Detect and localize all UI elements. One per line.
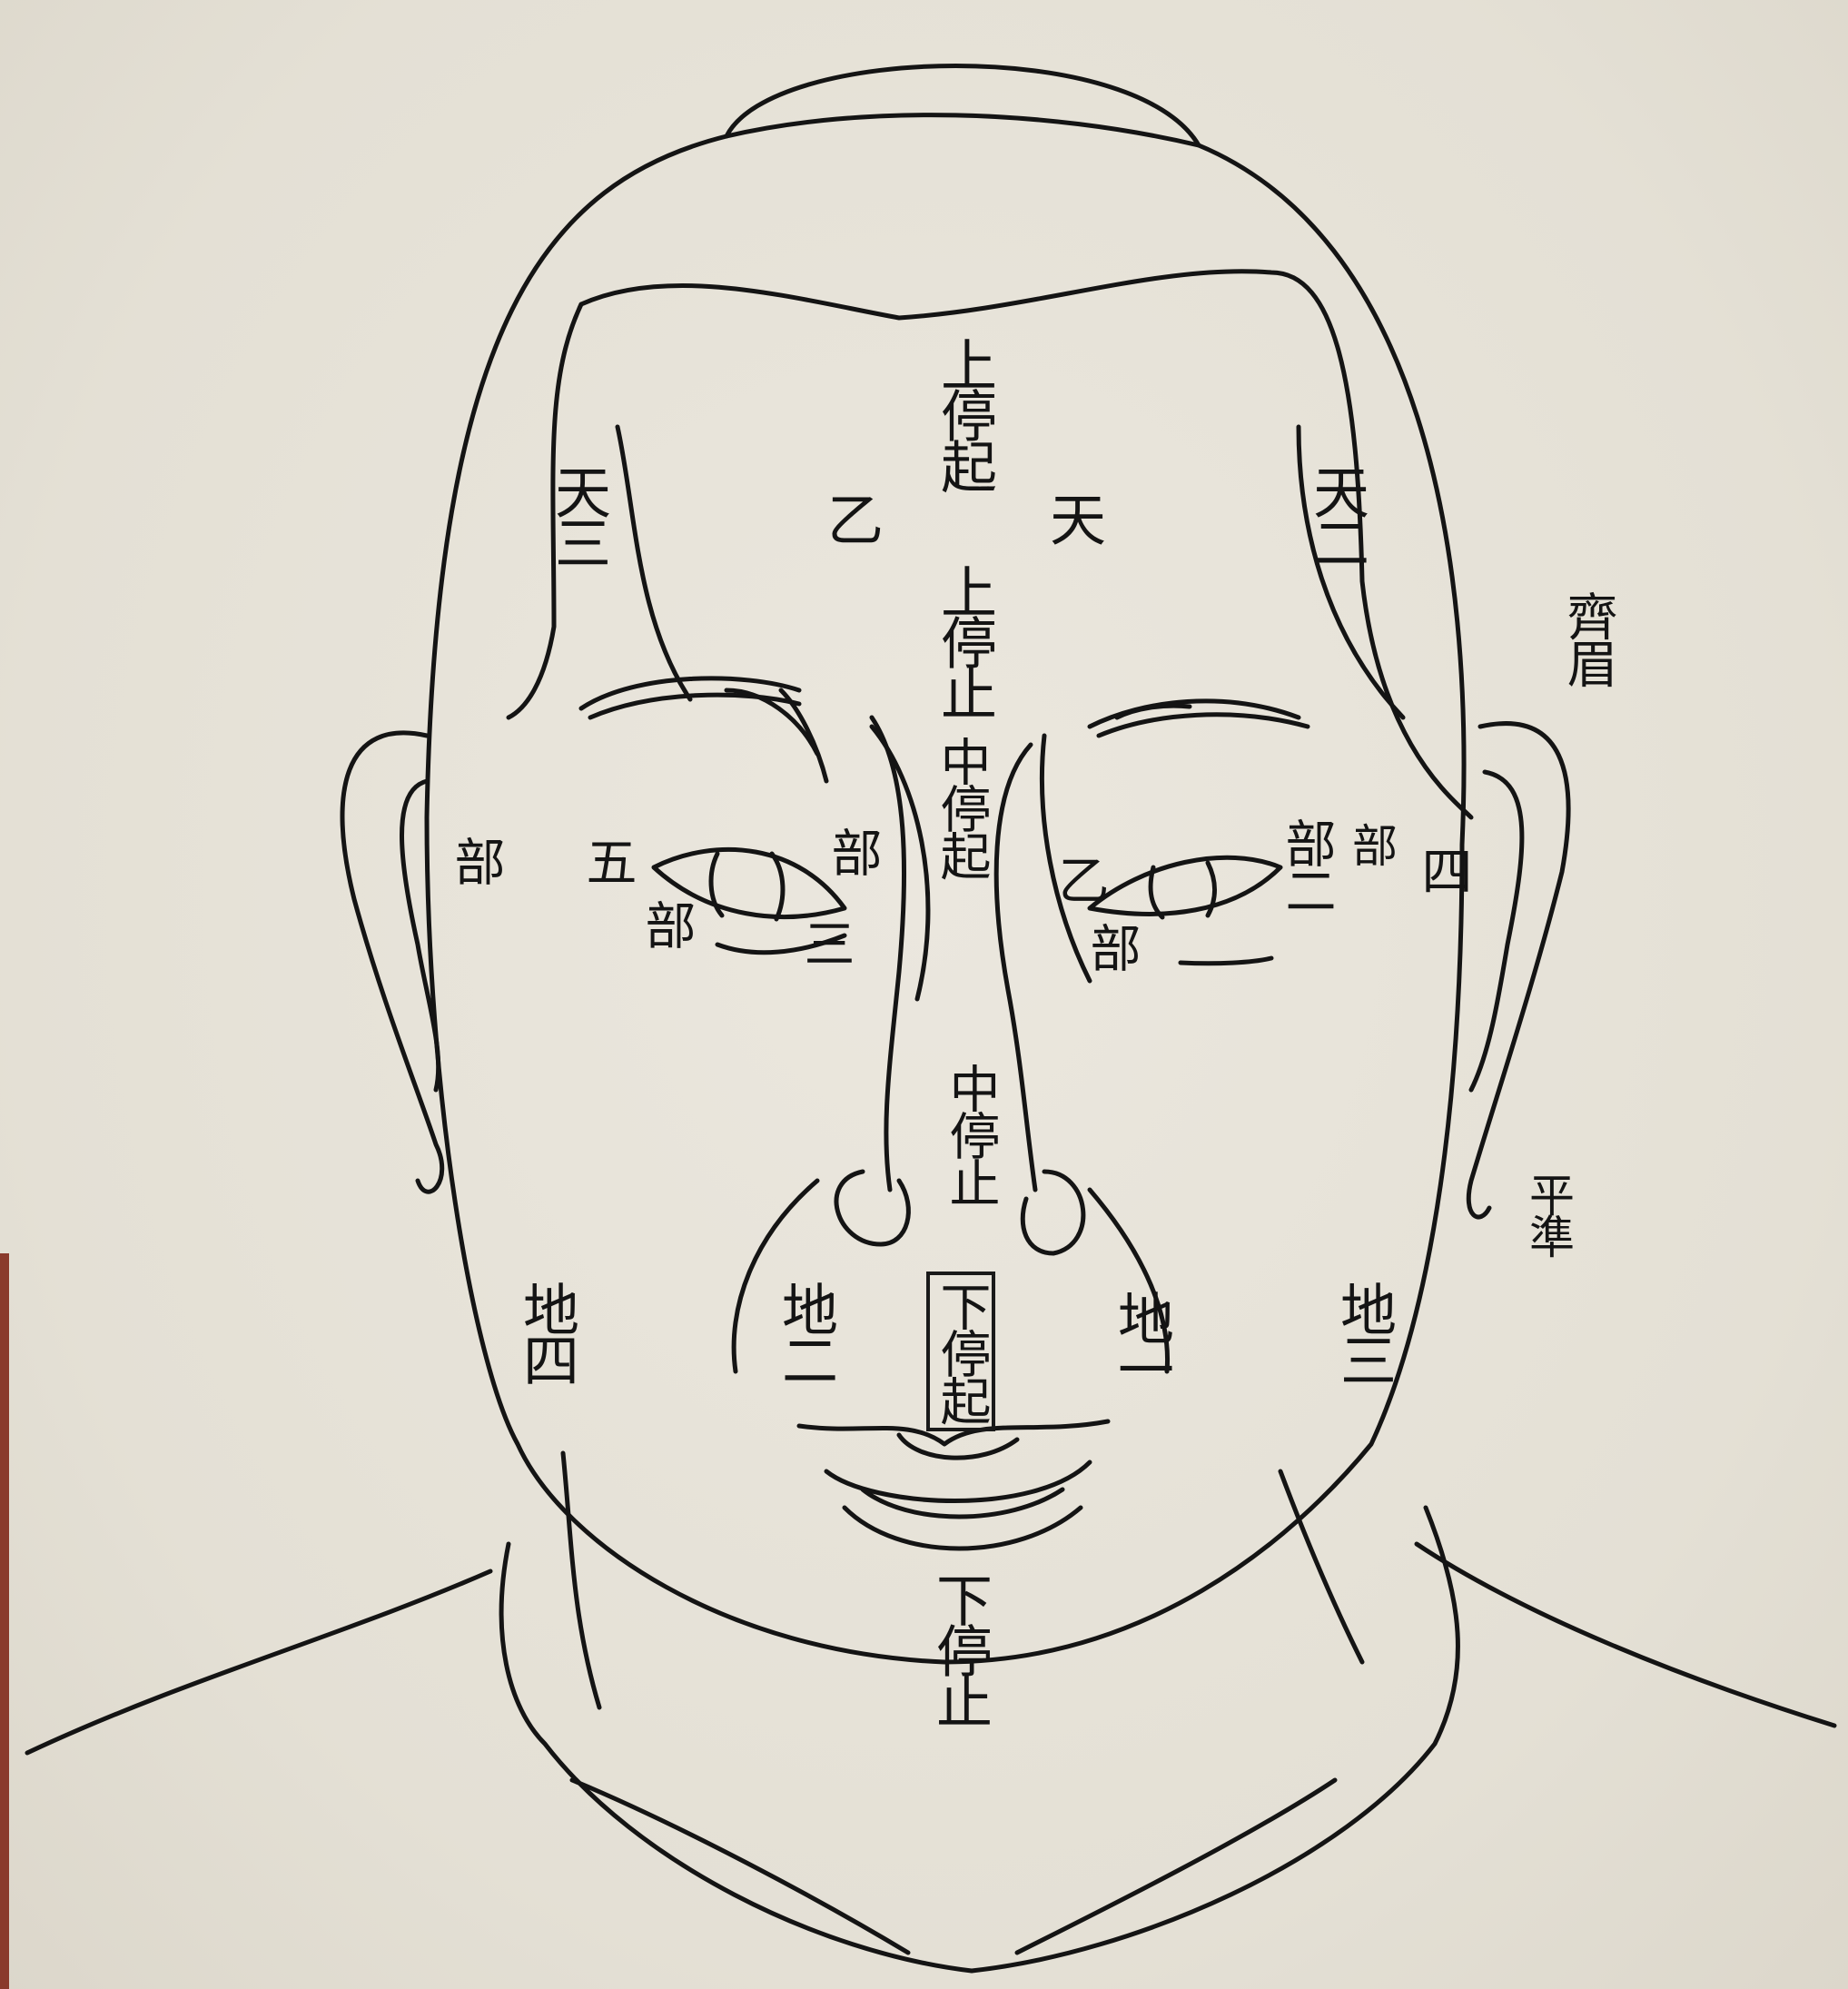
label-part-three-a: 部 <box>826 826 877 874</box>
label-middle-court-end: 中停止 <box>944 1063 995 1204</box>
label-ear-level: 平準 <box>1526 1172 1571 1255</box>
skull-crown <box>726 66 1199 146</box>
chin-line-3 <box>845 1508 1081 1549</box>
label-middle-court-start: 中停起 <box>935 736 986 877</box>
label-part-five-a: 部 <box>450 836 500 883</box>
mouth-upper-lip <box>799 1421 1108 1444</box>
label-earth-three: 地三 <box>1335 1281 1391 1382</box>
label-earth-four: 地四 <box>518 1281 574 1382</box>
right-ear <box>1468 724 1568 1217</box>
label-part-four: 四 <box>1417 845 1468 892</box>
shoulder-left <box>27 1571 490 1753</box>
shoulder-right <box>1417 1544 1834 1726</box>
binding-edge <box>0 1253 9 1989</box>
label-upper-court-top: 上停起 <box>935 336 992 489</box>
label-lower-court-end: 下停止 <box>931 1571 987 1724</box>
label-earth-one: 地一 <box>1112 1290 1169 1391</box>
label-part-five-b: 五 <box>581 836 632 883</box>
label-part-four-side: 部 <box>1349 822 1394 864</box>
nose-bridge-left <box>872 717 904 1190</box>
label-part-two: 部二 <box>1280 817 1331 912</box>
nose-tip <box>836 1172 908 1244</box>
label-part-one: 部 <box>1085 922 1136 969</box>
label-heaven-two: 天二 <box>1308 463 1364 565</box>
nose-wing-right <box>1023 1172 1083 1253</box>
collar-right <box>972 1508 1458 1971</box>
nose-bridge-right <box>996 745 1035 1190</box>
label-heaven-one-mark: 乙 <box>822 490 878 541</box>
right-eye <box>1090 857 1280 914</box>
collar-left <box>501 1544 972 1971</box>
right-eye-underline <box>1181 958 1271 964</box>
label-lower-court-start: 下停起 <box>935 1281 986 1422</box>
label-part-five-c: 部 <box>640 899 691 946</box>
label-heaven-one: 天 <box>1044 490 1101 541</box>
right-eyebrow <box>1090 701 1308 736</box>
left-ear-inner <box>402 781 439 1090</box>
label-part-one-mark: 乙 <box>1053 854 1104 901</box>
collar-fold-left <box>572 1780 908 1953</box>
label-earth-two: 地二 <box>776 1281 833 1382</box>
left-eyebrow <box>581 678 826 781</box>
label-heaven-three: 天三 <box>549 463 606 565</box>
temple-left <box>618 427 690 699</box>
label-part-three-b: 三 <box>799 917 850 965</box>
label-side-hairline: 齊眉 <box>1562 590 1613 685</box>
neck-left <box>563 1453 599 1707</box>
label-upper-court-end: 上停止 <box>935 563 992 716</box>
